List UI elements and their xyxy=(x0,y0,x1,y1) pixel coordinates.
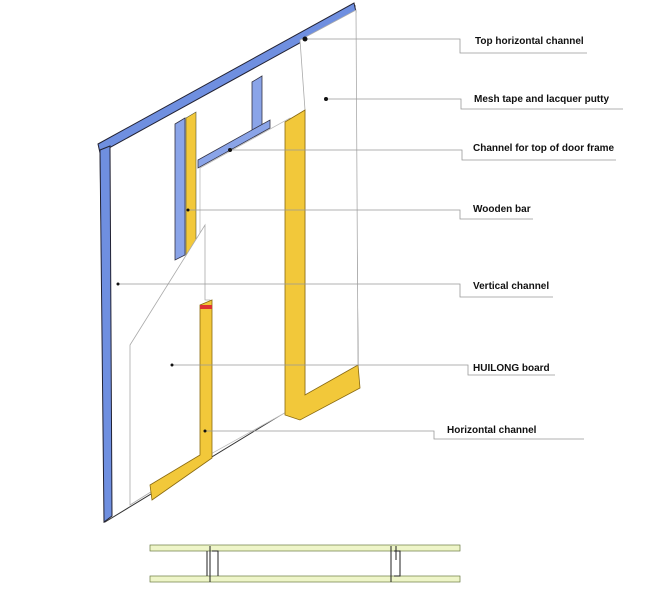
label-vertical-channel: Vertical channel xyxy=(473,281,550,292)
label-mesh-tape: Mesh tape and lacquer putty xyxy=(474,94,610,105)
door-opening xyxy=(199,117,291,461)
label-horizontal-channel: Horizontal channel xyxy=(447,425,537,436)
label-door-frame-channel: Channel for top of door frame xyxy=(473,143,615,154)
front-board-right xyxy=(299,9,359,396)
wooden-bar xyxy=(185,111,197,256)
door-frame-left xyxy=(149,299,213,501)
front-board-left xyxy=(129,223,211,506)
leader-dots xyxy=(116,36,328,433)
label-wooden-bar: Wooden bar xyxy=(473,204,531,215)
door-frame-right xyxy=(284,109,361,421)
vertical-stud xyxy=(174,117,186,261)
left-vertical-channel xyxy=(99,145,113,523)
label-top-horizontal-channel: Top horizontal channel xyxy=(475,36,584,47)
cross-section xyxy=(149,544,461,583)
door-frame-top-mark xyxy=(200,305,212,309)
leader-lines xyxy=(118,38,623,440)
label-board: HUILONG board xyxy=(473,363,550,374)
door-top-channel xyxy=(197,119,271,169)
